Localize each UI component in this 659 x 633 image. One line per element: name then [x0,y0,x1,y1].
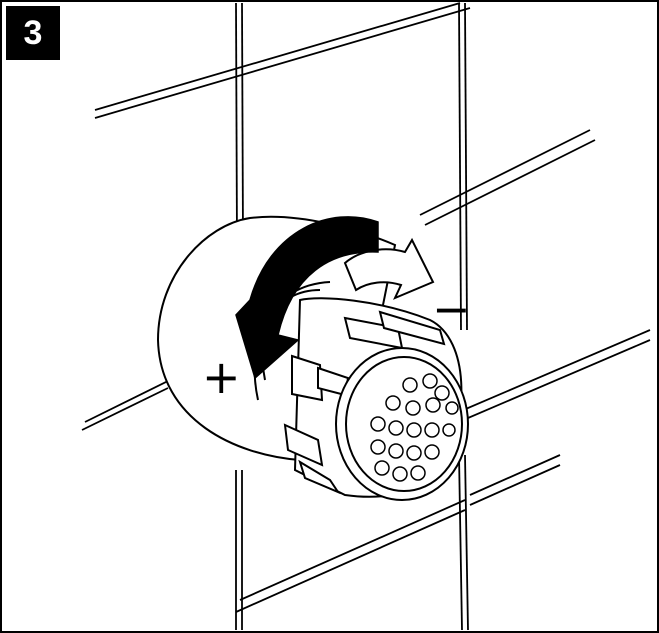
grip-rib-5 [283,423,324,467]
jet-nozzle [424,444,440,460]
grip-rib-6 [298,459,341,495]
decrease-sign: − [432,282,471,336]
jet-nozzle [370,416,386,432]
jet-nozzle [422,373,438,389]
tile-grout-diagonal-6b [469,464,561,506]
jet-nozzle [445,401,459,415]
tile-grout-vertical-2b [464,2,468,331]
jet-nozzle [388,420,404,436]
tile-grout-diagonal-1 [94,2,461,111]
tile-grout-vertical-1b [241,2,244,241]
jet-nozzle [370,439,386,455]
tile-grout-vertical-2c [458,454,463,631]
jet-nozzle [405,400,421,416]
jet-nozzle [388,443,404,459]
jet-nozzles [370,373,459,482]
tile-grout-diagonal-5b [235,509,466,613]
tile-grout-vertical-1 [235,2,238,246]
step-number-badge: 3 [6,6,60,60]
jet-nozzle [392,466,408,482]
jet-nozzle [442,423,456,437]
tile-grout-diagonal-2b [424,139,596,226]
jet-nozzle [402,377,418,393]
grip-rib-3 [291,354,324,402]
tile-grout-diagonal-3b [81,387,169,431]
jet-nozzle [406,422,422,438]
tile-grout-diagonal-2 [419,129,591,216]
tile-grout-diagonal-4 [439,329,651,421]
tile-grout-diagonal-1b [94,7,471,119]
tile-grout-diagonal-4b [439,339,651,431]
jet-nozzle [424,422,440,438]
tile-grout-diagonal-5 [239,499,466,601]
curved-arrow-counterclockwise-icon [235,216,379,380]
increase-sign: + [202,350,241,404]
jet-nozzle [410,465,426,481]
tile-grout-vertical-2 [458,2,462,331]
jet-nozzle [434,385,450,401]
jet-nozzle [374,460,390,476]
jet-nozzle [385,395,401,411]
jet-nozzle [425,397,441,413]
nozzle-face-inner [345,356,463,492]
wall-tiles [81,2,651,631]
grip-rib-2 [378,310,446,346]
jet-nozzle [406,445,422,461]
tile-grout-vertical-2d [464,454,469,631]
tile-grout-diagonal-6 [469,454,561,496]
tile-grout-diagonal-3 [84,379,171,423]
